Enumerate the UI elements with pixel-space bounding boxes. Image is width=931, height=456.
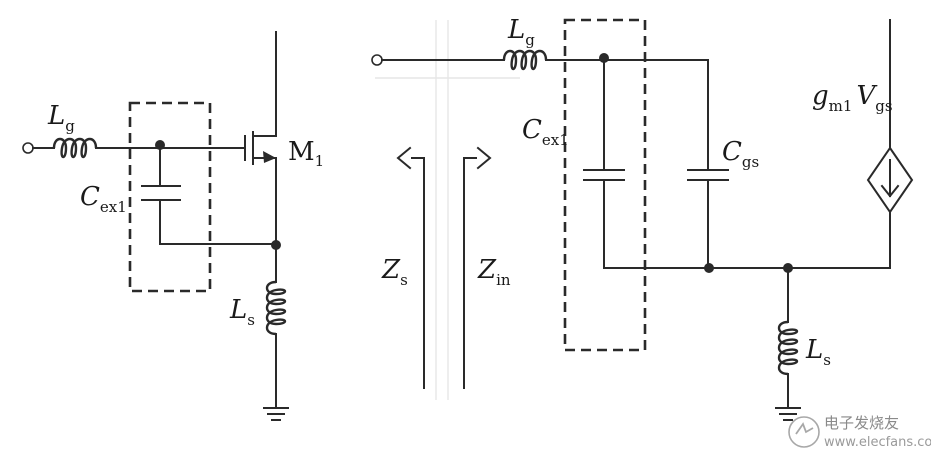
label-lg-left: Lg xyxy=(47,101,75,135)
label-cex1-right: Cex1 xyxy=(522,115,569,149)
label-zs: Zs xyxy=(381,255,408,289)
label-cgs: Cgs xyxy=(722,137,759,171)
impedance-arrows: Zs Zin xyxy=(381,146,511,389)
label-zin: Zin xyxy=(477,255,511,289)
watermark-text: 电子发烧友 xyxy=(824,414,899,432)
dashed-box-left xyxy=(128,101,212,293)
input-terminal-right xyxy=(371,54,383,66)
ground-left xyxy=(263,407,289,421)
label-ls-right: Ls xyxy=(805,335,831,369)
label-ls-left: Ls xyxy=(229,295,255,329)
inductor-lg-right xyxy=(502,49,548,71)
zs-arrow-head xyxy=(396,146,412,170)
label-cex1-left: Cex1 xyxy=(80,182,127,216)
zin-arrow-head xyxy=(476,146,492,170)
current-source-arrow-icon xyxy=(880,184,900,198)
inductor-ls-right xyxy=(777,320,799,376)
inductor-ls-left xyxy=(265,280,287,336)
watermark-url: www.elecfans.com xyxy=(824,435,931,450)
watermark-logo-icon xyxy=(788,416,820,448)
watermark: 电子发烧友 www.elecfans.com xyxy=(788,414,931,450)
label-m1: M1 xyxy=(288,137,324,170)
inductor-lg-left xyxy=(52,137,98,159)
input-terminal-left xyxy=(22,142,34,154)
left-circuit: Lg Cex1 M1 Ls xyxy=(22,31,324,421)
node-rail-1 xyxy=(704,263,714,273)
background-ghost-lines xyxy=(375,20,520,400)
label-lg-right: Lg xyxy=(507,15,535,49)
ground-right xyxy=(775,407,801,421)
mosfet-m1 xyxy=(244,31,277,245)
dashed-box-right xyxy=(563,18,647,352)
